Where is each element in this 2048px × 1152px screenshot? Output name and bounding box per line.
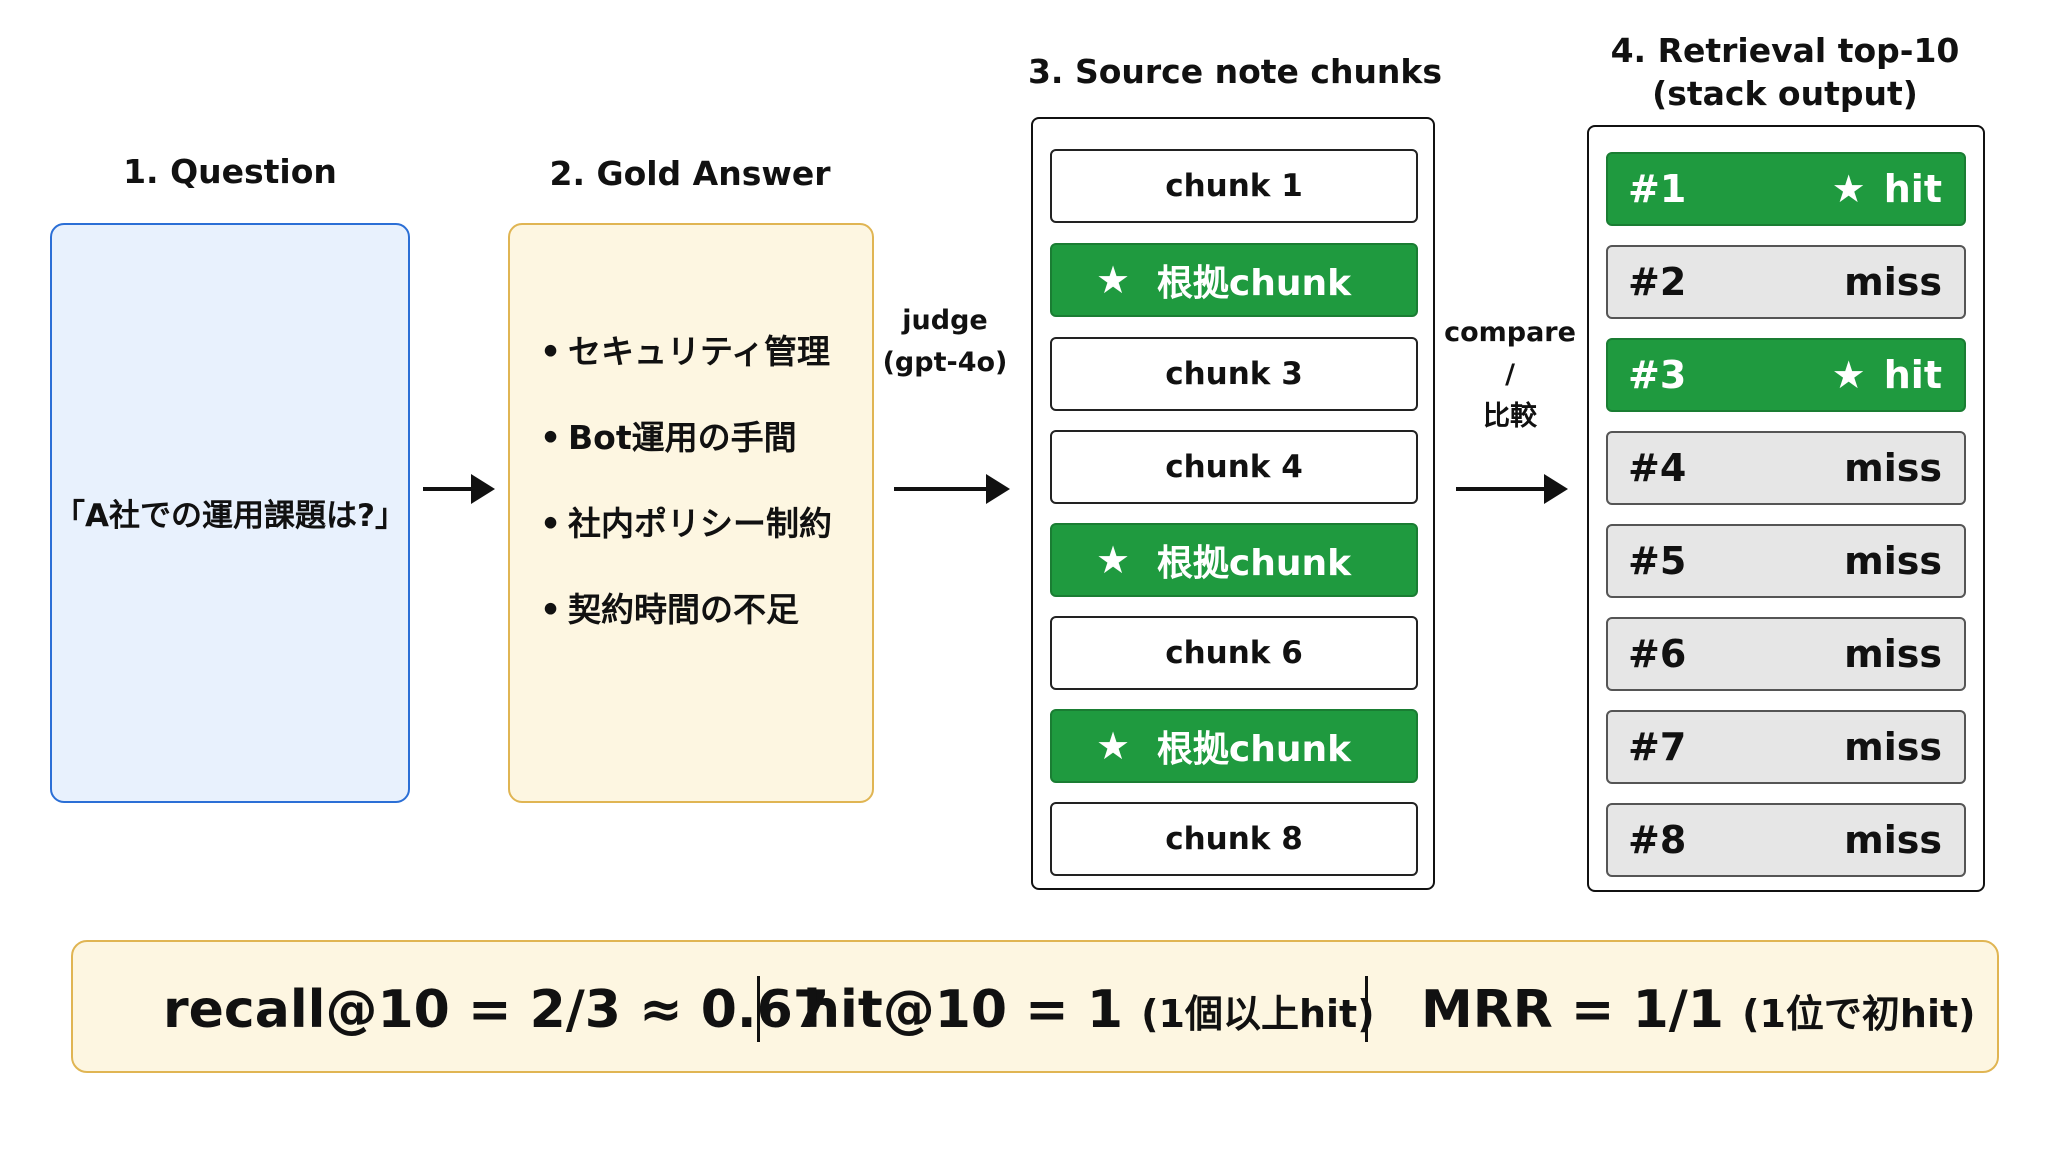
chunk-item: chunk 8 — [1050, 802, 1418, 876]
retrieval-status: ★ hit — [1832, 353, 1942, 397]
hit-metric: hit@10 = 1 (1個以上hit) — [803, 980, 1375, 1040]
status-label: miss — [1844, 725, 1942, 769]
status-label: hit — [1883, 353, 1942, 397]
retrieval-miss-item: #5 miss — [1606, 524, 1966, 598]
retrieval-status: miss — [1844, 725, 1942, 769]
retrieval-panel: #1 ★ hit #2 miss #3 ★ hit #4 miss #5 miss #6 miss #7 mi… — [1587, 125, 1985, 892]
chunk-item: chunk 1 — [1050, 149, 1418, 223]
retrieval-heading-line2: (stack output) — [1652, 74, 1918, 113]
recall-metric: recall@10 = 2/3 ≈ 0.67 — [163, 980, 830, 1040]
chunk-item: chunk 4 — [1050, 430, 1418, 504]
gold-answer-bullet: •Bot運用の手間 — [540, 418, 797, 457]
metrics-bar: recall@10 = 2/3 ≈ 0.67 hit@10 = 1 (1個以上h… — [71, 940, 1999, 1073]
retrieval-miss-item: #2 miss — [1606, 245, 1966, 319]
retrieval-miss-item: #4 miss — [1606, 431, 1966, 505]
chunk-item: chunk 6 — [1050, 616, 1418, 690]
retrieval-rank: #8 — [1628, 818, 1687, 862]
retrieval-miss-item: #6 miss — [1606, 617, 1966, 691]
chunk-label: chunk 8 — [1165, 821, 1303, 857]
question-heading: 1. Question — [123, 152, 337, 191]
gold-answer-heading: 2. Gold Answer — [549, 154, 831, 193]
gold-answer-bullet: •社内ポリシー制約 — [540, 504, 832, 543]
status-label: miss — [1844, 632, 1942, 676]
metric-separator — [757, 976, 760, 1042]
status-label: miss — [1844, 260, 1942, 304]
evidence-chunk: ★ 根拠chunk — [1050, 523, 1418, 597]
source-chunks-heading: 3. Source note chunks — [1027, 52, 1443, 91]
star-icon: ★ — [1096, 258, 1131, 302]
retrieval-hit-item: #1 ★ hit — [1606, 152, 1966, 226]
star-icon: ★ — [1831, 353, 1866, 397]
chunk-label: 根拠chunk — [1156, 263, 1352, 304]
retrieval-rank: #2 — [1628, 260, 1687, 304]
retrieval-miss-item: #8 miss — [1606, 803, 1966, 877]
retrieval-status: miss — [1844, 632, 1942, 676]
retrieval-status: miss — [1844, 539, 1942, 583]
chunk-label: chunk 3 — [1165, 356, 1303, 392]
chunk-label: chunk 1 — [1165, 168, 1303, 204]
retrieval-status: miss — [1844, 260, 1942, 304]
chunk-label: chunk 6 — [1165, 635, 1303, 671]
evidence-chunk: ★ 根拠chunk — [1050, 709, 1418, 783]
retrieval-rank: #6 — [1628, 632, 1687, 676]
star-icon: ★ — [1096, 724, 1131, 768]
chunk-item: chunk 3 — [1050, 337, 1418, 411]
gold-answer-panel: •セキュリティ管理 •Bot運用の手間 •社内ポリシー制約 •契約時間の不足 — [508, 223, 874, 803]
retrieval-rank: #3 — [1628, 353, 1687, 397]
status-label: hit — [1883, 167, 1942, 211]
evidence-chunk: ★ 根拠chunk — [1050, 243, 1418, 317]
retrieval-rank: #5 — [1628, 539, 1687, 583]
source-chunks-panel: chunk 1 ★ 根拠chunk chunk 3 chunk 4 ★ 根拠chunk chu… — [1031, 117, 1435, 890]
arrow-question-to-answer — [423, 474, 495, 504]
metric-separator — [1365, 976, 1368, 1042]
question-panel: 「A社での運用課題は?」 — [50, 223, 410, 803]
star-icon: ★ — [1096, 538, 1131, 582]
retrieval-miss-item: #7 miss — [1606, 710, 1966, 784]
status-label: miss — [1844, 818, 1942, 862]
chunk-label: 根拠chunk — [1156, 543, 1352, 584]
retrieval-heading-line1: 4. Retrieval top-10 — [1610, 31, 1960, 70]
chunk-label: 根拠chunk — [1156, 729, 1352, 770]
star-icon: ★ — [1831, 167, 1866, 211]
compare-label: compare / 比較 — [1444, 317, 1576, 432]
gold-answer-bullet: •セキュリティ管理 — [540, 332, 831, 371]
status-label: miss — [1844, 539, 1942, 583]
retrieval-rank: #4 — [1628, 446, 1687, 490]
retrieval-status: ★ hit — [1832, 167, 1942, 211]
arrow-judge — [894, 474, 1010, 504]
arrow-compare — [1456, 474, 1568, 504]
retrieval-status: miss — [1844, 446, 1942, 490]
gold-answer-bullet: •契約時間の不足 — [540, 590, 799, 629]
question-text: 「A社での運用課題は?」 — [54, 498, 406, 534]
retrieval-rank: #7 — [1628, 725, 1687, 769]
retrieval-hit-item: #3 ★ hit — [1606, 338, 1966, 412]
retrieval-rank: #1 — [1628, 167, 1687, 211]
mrr-metric: MRR = 1/1 (1位で初hit) — [1421, 980, 1976, 1040]
chunk-label: chunk 4 — [1165, 449, 1303, 485]
status-label: miss — [1844, 446, 1942, 490]
judge-label: judge (gpt-4o) — [882, 305, 1008, 378]
retrieval-status: miss — [1844, 818, 1942, 862]
